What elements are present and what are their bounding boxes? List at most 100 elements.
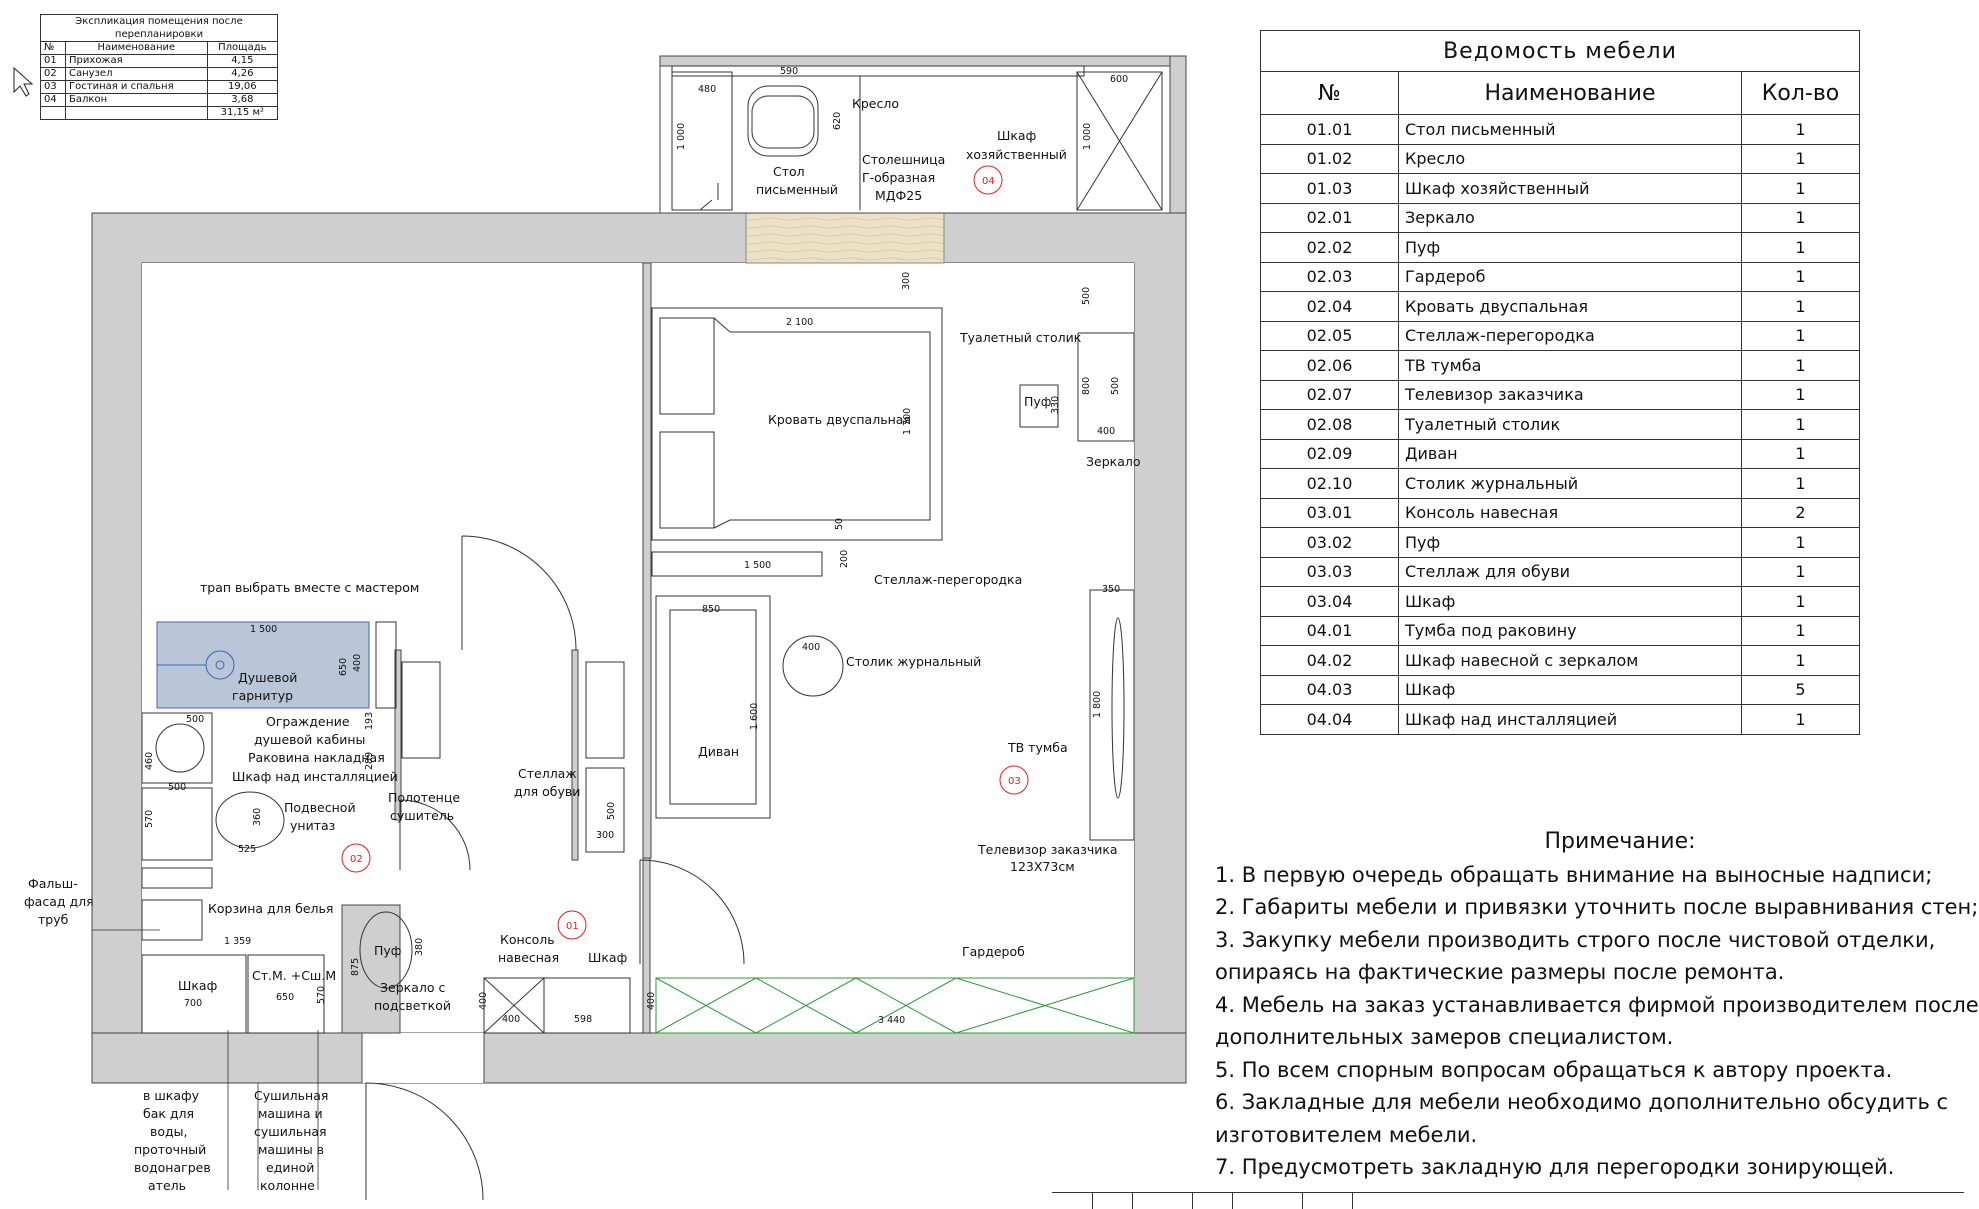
- coffee-table: [782, 635, 844, 697]
- svg-text:бак для: бак для: [143, 1106, 194, 1121]
- svg-text:в шкафу: в шкафу: [143, 1088, 200, 1103]
- shelf-partition: [651, 551, 823, 577]
- balcony-threshold: [745, 212, 945, 264]
- dim-400c: 400: [802, 642, 820, 653]
- item-qty: 1: [1741, 704, 1860, 735]
- item-qty: 1: [1741, 114, 1860, 145]
- tv-stand: [1089, 589, 1135, 841]
- item-name: Шкаф навесной с зеркалом: [1398, 645, 1742, 676]
- label-toilet-2: унитаз: [290, 818, 335, 833]
- label-pouf: Пуф: [1024, 394, 1051, 409]
- item-number: 01.02: [1260, 143, 1399, 174]
- item-qty: 1: [1741, 261, 1860, 292]
- sofa: [655, 595, 771, 819]
- item-number: 04.01: [1260, 615, 1399, 646]
- item-name: Диван: [1398, 438, 1742, 469]
- label-washer: Ст.М. +Сш.М: [252, 968, 336, 983]
- dim-400b: 400: [352, 654, 363, 672]
- table-row: 31,15 м²: [39, 106, 279, 120]
- dim-570: 570: [144, 810, 155, 828]
- item-qty: 2: [1741, 497, 1860, 528]
- label-mirror: Зеркало: [1086, 454, 1141, 469]
- note-line: 5. По всем спорным вопросам обращаться к…: [1215, 1057, 1893, 1082]
- item-number: 02.01: [1260, 202, 1399, 233]
- title-block-frame: [1052, 1192, 1964, 1209]
- label-false-2: фасад для: [24, 894, 94, 909]
- label-sofa: Диван: [698, 744, 739, 759]
- item-qty: 1: [1741, 202, 1860, 233]
- item-number: 04.02: [1260, 645, 1399, 676]
- dryer-note: Сушильная машина и сушильная машины в ед…: [254, 1088, 328, 1193]
- item-qty: 1: [1741, 379, 1860, 410]
- label-utility-1: Шкаф: [997, 128, 1036, 143]
- dim-330: 330: [1050, 396, 1061, 414]
- bed: [651, 307, 943, 541]
- label-console-1: Консоль: [500, 932, 555, 947]
- dim-590: 590: [780, 66, 798, 77]
- item-qty: 1: [1741, 409, 1860, 440]
- label-counter-3: МДФ25: [875, 188, 922, 203]
- label-bed: Кровать двуспальная: [768, 412, 911, 427]
- pouf-hall: [359, 911, 413, 989]
- dim-289: 289: [364, 752, 375, 770]
- explication-title: Экспликация помещения после перепланиров…: [40, 14, 278, 42]
- boiler-note: в шкафу бак для воды, проточный водонагр…: [134, 1088, 211, 1193]
- label-mirror-light-1: Зеркало с: [380, 980, 445, 995]
- dim-300b: 300: [596, 830, 614, 841]
- partition-wall: [642, 262, 652, 859]
- note-line: дополнительных замеров специалистом.: [1215, 1025, 1674, 1049]
- dim-1500: 1 500: [744, 560, 771, 571]
- item-name: Гардероб: [1398, 261, 1742, 292]
- item-number: 01.01: [1260, 114, 1399, 145]
- label-desk-2: письменный: [756, 182, 838, 197]
- dim-1700: 1 700: [902, 408, 913, 435]
- laundry-basket: [141, 899, 203, 941]
- item-name: Тумба под раковину: [1398, 615, 1742, 646]
- leader-lines: [92, 929, 319, 1190]
- label-tv-stand: ТВ тумба: [1007, 740, 1068, 755]
- explication-header: №: [39, 41, 67, 55]
- item-number: 03.01: [1260, 497, 1399, 528]
- item-name: Стол письменный: [1398, 114, 1742, 145]
- furniture-header: Наименование: [1398, 71, 1742, 115]
- item-qty: 1: [1741, 586, 1860, 617]
- item-qty: 1: [1741, 645, 1860, 676]
- svg-text:водонагрев: водонагрев: [134, 1160, 211, 1175]
- room-number-02: 02: [350, 854, 363, 865]
- dim-500d: 500: [168, 782, 186, 793]
- notes-block: Примечание: 1. В первую очередь обращать…: [1215, 826, 1979, 1184]
- dim-500e: 500: [606, 802, 617, 820]
- label-towel-2: сушитель: [390, 808, 454, 823]
- item-number: 03.03: [1260, 556, 1399, 587]
- item-name: ТВ тумба: [1398, 350, 1742, 381]
- note-line: 3. Закупку мебели производить строго пос…: [1215, 927, 1936, 952]
- dim-2100: 2 100: [786, 317, 813, 328]
- note-line: 1. В первую очередь обращать внимание на…: [1215, 862, 1933, 887]
- label-counter-2: Г-образная: [862, 170, 935, 185]
- item-name: Туалетный столик: [1398, 409, 1742, 440]
- dim-200: 200: [839, 550, 850, 568]
- label-console-2: навесная: [498, 950, 559, 965]
- label-cabinet-700: Шкаф: [178, 978, 217, 993]
- dim-570b: 570: [316, 986, 327, 1004]
- label-hall-cabinet: Шкаф: [588, 950, 627, 965]
- dim-350: 350: [1102, 584, 1120, 595]
- label-screen-2: душевой кабины: [254, 732, 365, 747]
- dim-1800: 1 800: [1092, 691, 1103, 718]
- furniture-table: Ведомость мебели № Наименование Кол-во 0…: [1260, 30, 1860, 735]
